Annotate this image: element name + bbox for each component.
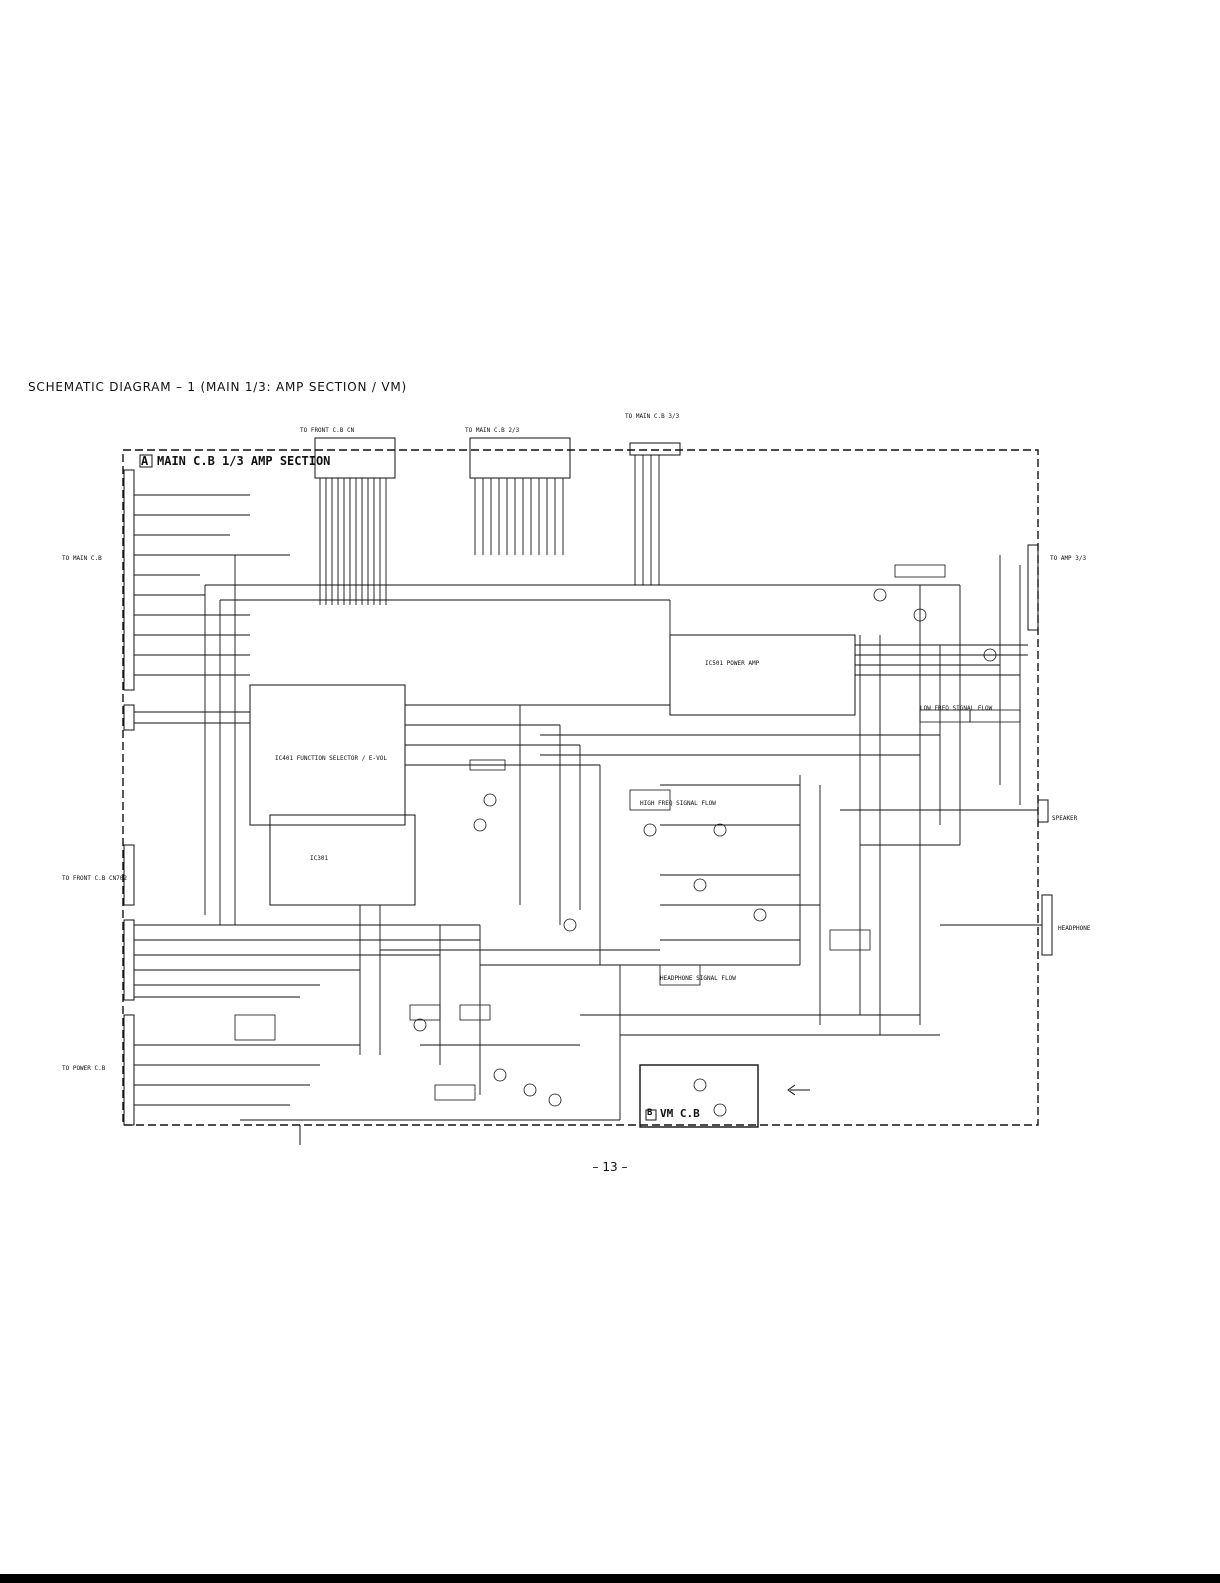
connector-header-2: TO MAIN C.B 2/3: [465, 427, 520, 434]
page-bottom-rule: [0, 1574, 1220, 1583]
left-label-1: TO MAIN C.B: [62, 555, 102, 562]
left-label-3: TO POWER C.B: [62, 1065, 106, 1072]
note-headphone: HEADPHONE SIGNAL FLOW: [660, 975, 736, 982]
ic-label-1: IC401 FUNCTION SELECTOR / E-VOL: [275, 755, 387, 762]
page-number: – 13 –: [592, 1160, 628, 1174]
connector-header-1: TO FRONT C.B CN: [300, 427, 355, 434]
vm-board-letter: B: [647, 1108, 653, 1118]
right-label-3: HEADPHONE: [1058, 925, 1091, 932]
left-label-2: TO FRONT C.B CN702: [62, 875, 128, 882]
schematic-diagram: A MAIN C.B 1/3 AMP SECTION B VM C.B TO F…: [60, 405, 1160, 1165]
diagram-caption: SCHEMATIC DIAGRAM – 1 (MAIN 1/3: AMP SEC…: [28, 380, 408, 394]
ic-label-2: IC501 POWER AMP: [705, 660, 760, 667]
main-board-letter: A: [141, 454, 149, 468]
main-board-title: MAIN C.B 1/3 AMP SECTION: [157, 454, 331, 468]
right-label-2: SPEAKER: [1052, 815, 1078, 822]
note-high-freq: HIGH FREQ SIGNAL FLOW: [640, 800, 716, 807]
ic-label-3: IC301: [310, 855, 329, 862]
vm-board-title: VM C.B: [660, 1107, 700, 1120]
connector-header-3: TO MAIN C.B 3/3: [625, 413, 680, 420]
right-label-1: TO AMP 3/3: [1050, 555, 1087, 562]
note-low-freq: LOW FREQ SIGNAL FLOW: [920, 705, 993, 712]
schematic-drawing: [122, 437, 1053, 1145]
